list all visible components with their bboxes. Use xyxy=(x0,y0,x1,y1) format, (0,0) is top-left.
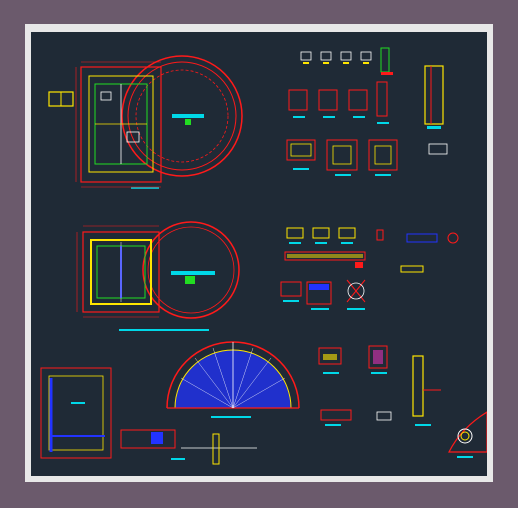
detail-footing-1 xyxy=(280,281,302,297)
br-detail-3 xyxy=(320,409,352,421)
plan-1-tank-outer-circle xyxy=(121,55,243,177)
plan-2-tank-outer-circle xyxy=(142,221,240,319)
detail-cross-circle xyxy=(347,282,365,300)
br-detail-2 xyxy=(368,345,388,369)
bl-riser xyxy=(212,433,220,465)
details-middle-right[interactable] xyxy=(280,227,459,310)
bl-pipe-fill xyxy=(151,432,163,444)
cad-drawing xyxy=(40,47,487,465)
plan-1-room-2 xyxy=(126,131,140,143)
detail-row-1 xyxy=(300,51,372,61)
br-manhole-outer xyxy=(457,428,473,444)
plan-1-cyan-bar xyxy=(172,114,204,118)
detail-slab xyxy=(284,251,366,261)
detail-pier xyxy=(376,229,384,241)
br-detail-4 xyxy=(376,411,392,421)
drawing-sheet-border xyxy=(25,24,493,482)
br-detail-2-fill xyxy=(373,350,383,364)
plan-1[interactable] xyxy=(48,55,243,189)
detail-column-base xyxy=(381,72,393,75)
detail-wall-section xyxy=(424,65,444,125)
plan-2-cyan-bar xyxy=(171,271,215,275)
plan-2-building-outline xyxy=(82,231,160,313)
bl-inner xyxy=(48,375,104,451)
details-bottom-right[interactable] xyxy=(318,345,487,458)
detail-row-3-labels xyxy=(293,168,391,176)
bl-outline xyxy=(40,367,112,459)
br-wall xyxy=(412,355,424,417)
plan-2-yellow-walls xyxy=(90,239,152,305)
detail-row-3 xyxy=(286,139,398,171)
detail-slab-end xyxy=(355,262,363,268)
plan-1-tank-dashed-circle xyxy=(135,69,229,163)
detail-small-box xyxy=(428,143,448,155)
detail-footing-2 xyxy=(306,281,332,305)
detail-beams xyxy=(286,227,356,239)
br-detail-1 xyxy=(318,347,342,365)
tank-section[interactable] xyxy=(166,341,300,418)
detail-column xyxy=(380,47,390,73)
detail-bottom-left[interactable] xyxy=(40,367,257,465)
plan-1-room-1 xyxy=(100,91,112,101)
bl-label-2 xyxy=(171,458,185,460)
bl-pipe-detail xyxy=(120,429,176,449)
tank-section-label xyxy=(211,416,251,418)
plan-2-dimension-ticks xyxy=(76,225,159,318)
plan-2-tank-inner-circle xyxy=(147,226,235,314)
plan-1-inner-outline xyxy=(88,75,154,173)
br-labels xyxy=(323,372,473,458)
plan-1-tank-inner-circle xyxy=(127,61,237,171)
br-detail-1-fill xyxy=(323,354,337,360)
tank-section-rays xyxy=(180,347,286,409)
detail-row-1-marks xyxy=(303,62,369,64)
details-top-right[interactable] xyxy=(286,47,448,176)
detail-wall-label xyxy=(427,126,441,129)
br-corner-piece xyxy=(448,411,487,453)
detail-beam-labels xyxy=(289,242,353,244)
detail-pipe-circle xyxy=(447,232,459,244)
plan-2-green-marker xyxy=(185,276,195,284)
cad-drawing-canvas[interactable] xyxy=(31,32,487,476)
detail-cross-2 xyxy=(346,279,366,303)
plan-2[interactable] xyxy=(76,221,240,331)
detail-row-3-inner xyxy=(290,143,392,165)
detail-row-2-labels xyxy=(293,116,389,124)
detail-footing-2-fill xyxy=(309,284,329,290)
detail-pipe xyxy=(406,233,438,243)
plan-1-dimension-ticks xyxy=(75,61,161,188)
detail-small-beam xyxy=(400,265,424,273)
plan-1-green-marker xyxy=(185,119,191,125)
detail-slab-fill xyxy=(287,254,363,258)
bl-label xyxy=(71,402,85,404)
br-manhole-inner xyxy=(460,431,470,441)
detail-row-2 xyxy=(288,81,388,117)
detail-mid-labels xyxy=(283,300,365,310)
plan-1-building-outline xyxy=(80,66,162,183)
